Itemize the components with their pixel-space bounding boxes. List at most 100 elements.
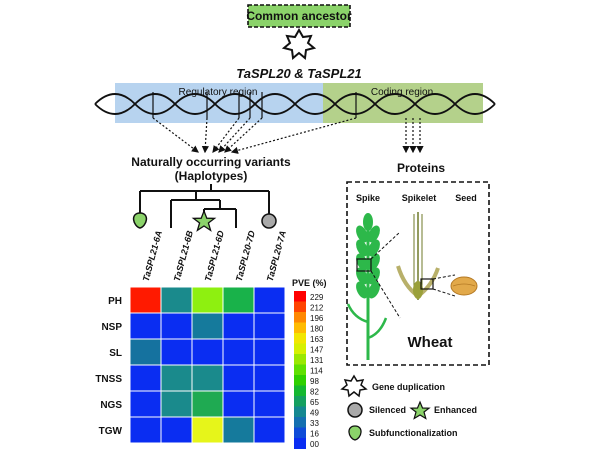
heatmap-cell-NSP-TaSPL20-7D bbox=[222, 312, 255, 340]
heatmap-column-label: TaSPL21-6B bbox=[172, 229, 195, 282]
heatmap-cell-PH-TaSPL21-6A bbox=[129, 286, 162, 314]
heatmap-row-label: TNSS bbox=[95, 374, 122, 385]
scale-tick-label: 82 bbox=[310, 388, 319, 397]
heatmap-row-label: TGW bbox=[99, 426, 123, 437]
heatmap-cell-SL-TaSPL21-6D bbox=[191, 338, 224, 366]
heatmap-cell-NSP-TaSPL21-6B bbox=[160, 312, 193, 340]
scale-tick-label: 147 bbox=[310, 346, 324, 355]
heatmap-cell-TNSS-TaSPL20-7D bbox=[222, 364, 255, 392]
scale-swatch bbox=[294, 417, 306, 428]
regulatory-region-band bbox=[115, 83, 323, 123]
heatmap-cell-TGW-TaSPL21-6B bbox=[160, 416, 193, 444]
heatmap-cell-PH-TaSPL21-6D bbox=[191, 286, 224, 314]
zoom-line-1 bbox=[370, 231, 401, 260]
genes-title: TaSPL20 & TaSPL21 bbox=[236, 66, 361, 81]
wheat-label: Wheat bbox=[408, 334, 453, 351]
heatmap-cell-PH-TaSPL20-7D bbox=[222, 286, 255, 314]
subfunctionalization-icon bbox=[132, 212, 148, 229]
scale-swatch bbox=[294, 312, 306, 323]
proteins-box bbox=[346, 181, 490, 366]
heatmap-cell-NSP-TaSPL21-6D bbox=[191, 312, 224, 340]
heatmap-cell-TGW-TaSPL20-7A bbox=[253, 416, 286, 444]
heatmap-row-label: SL bbox=[109, 348, 122, 359]
scale-tick-label: 114 bbox=[310, 367, 323, 376]
variants-title-line1: Naturally occurring variants bbox=[131, 155, 291, 169]
scale-tick-label: 65 bbox=[310, 398, 319, 407]
heatmap-cell-NGS-TaSPL21-6D bbox=[191, 390, 224, 418]
heatmap-cell-TGW-TaSPL21-6D bbox=[191, 416, 224, 444]
zoom-line-2 bbox=[370, 270, 401, 319]
spikelet-label: Spikelet bbox=[402, 193, 437, 203]
common-ancestor-label: Common ancestor bbox=[246, 9, 352, 23]
scale-tick-label: 131 bbox=[310, 356, 324, 365]
coding-region-label: Coding region bbox=[371, 87, 433, 98]
heatmap-cell-TNSS-TaSPL21-6B bbox=[160, 364, 193, 392]
legend-subfunctionalization-icon bbox=[348, 425, 362, 441]
legend-subfunctionalization-label: Subfunctionalization bbox=[369, 428, 458, 438]
haplotype-tree bbox=[139, 184, 270, 228]
legend-enhanced-icon bbox=[409, 400, 431, 420]
heatmap-cell-TGW-TaSPL21-6A bbox=[129, 416, 162, 444]
heatmap-row-label: NGS bbox=[100, 400, 122, 411]
heatmap-cell-SL-TaSPL20-7D bbox=[222, 338, 255, 366]
heatmap-cell-SL-TaSPL21-6B bbox=[160, 338, 193, 366]
zoom-line-4 bbox=[432, 288, 456, 297]
scale-tick-label: 00 bbox=[310, 440, 319, 449]
heatmap-cell-TNSS-TaSPL21-6D bbox=[191, 364, 224, 392]
heatmap-cell-TGW-TaSPL20-7D bbox=[222, 416, 255, 444]
dna-strand-2 bbox=[94, 93, 496, 115]
scale-swatch bbox=[294, 427, 306, 439]
silenced-circle-icon bbox=[261, 213, 277, 229]
scale-swatch bbox=[294, 291, 306, 302]
variant-arrows bbox=[152, 117, 357, 154]
heatmap-column-label: TaSPL20-7D bbox=[234, 229, 257, 282]
variant-marks bbox=[152, 92, 357, 118]
heatmap-cell-NGS-TaSPL21-6A bbox=[129, 390, 162, 418]
scale-tick-label: 16 bbox=[310, 430, 319, 439]
scale-swatch bbox=[294, 343, 306, 355]
scale-title: PVE (%) bbox=[292, 278, 327, 288]
scale-tick-label: 180 bbox=[310, 325, 324, 334]
scale-tick-label: 163 bbox=[310, 335, 324, 344]
heatmap-column-label: TaSPL21-6D bbox=[203, 229, 226, 282]
heatmap-row-label: PH bbox=[108, 296, 122, 307]
enhanced-star-icon bbox=[191, 209, 217, 232]
common-ancestor-box: Common ancestor bbox=[246, 4, 352, 28]
scale-tick-label: 212 bbox=[310, 304, 324, 313]
protein-arrows bbox=[402, 118, 424, 154]
scale-swatch bbox=[294, 322, 306, 334]
proteins-title: Proteins bbox=[397, 161, 445, 175]
heatmap-cell-PH-TaSPL21-6B bbox=[160, 286, 193, 314]
scale-swatch bbox=[294, 333, 306, 344]
heatmap-cell-NGS-TaSPL21-6B bbox=[160, 390, 193, 418]
legend-enhanced-label: Enhanced bbox=[434, 405, 477, 415]
scale-tick-label: 49 bbox=[310, 409, 319, 418]
seed-label: Seed bbox=[455, 193, 477, 203]
scale-tick-label: 229 bbox=[310, 293, 324, 302]
scale-tick-label: 98 bbox=[310, 377, 319, 386]
heatmap-cell-SL-TaSPL21-6A bbox=[129, 338, 162, 366]
wheat-spike-illustration bbox=[346, 213, 388, 360]
variants-title-line2: (Haplotypes) bbox=[175, 169, 248, 183]
heatmap-column-labels: TaSPL21-6A TaSPL21-6B TaSPL21-6D TaSPL20-7D… bbox=[141, 229, 288, 282]
legend-silenced-label: Silenced bbox=[369, 405, 406, 415]
heatmap-column-label: TaSPL20-7A bbox=[265, 230, 288, 283]
heatmap-row-label: NSP bbox=[101, 322, 122, 333]
heatmap-cell-NSP-TaSPL20-7A bbox=[253, 312, 286, 340]
heatmap-cell-SL-TaSPL20-7A bbox=[253, 338, 286, 366]
heatmap-column-label: TaSPL21-6A bbox=[141, 230, 164, 283]
scale-swatch bbox=[294, 354, 306, 365]
scale-swatch bbox=[294, 438, 306, 449]
legend-gene-duplication-icon bbox=[340, 374, 368, 398]
scale-swatch bbox=[294, 301, 306, 313]
scale-swatch bbox=[294, 364, 306, 376]
heatmap-cell-NGS-TaSPL20-7D bbox=[222, 390, 255, 418]
scale-swatch bbox=[294, 396, 306, 407]
seed-illustration bbox=[450, 276, 478, 296]
spikelet-illustration bbox=[396, 212, 440, 300]
scale-swatch bbox=[294, 406, 306, 418]
legend-silenced-icon bbox=[347, 402, 363, 418]
heatmap-cell-TNSS-TaSPL20-7A bbox=[253, 364, 286, 392]
